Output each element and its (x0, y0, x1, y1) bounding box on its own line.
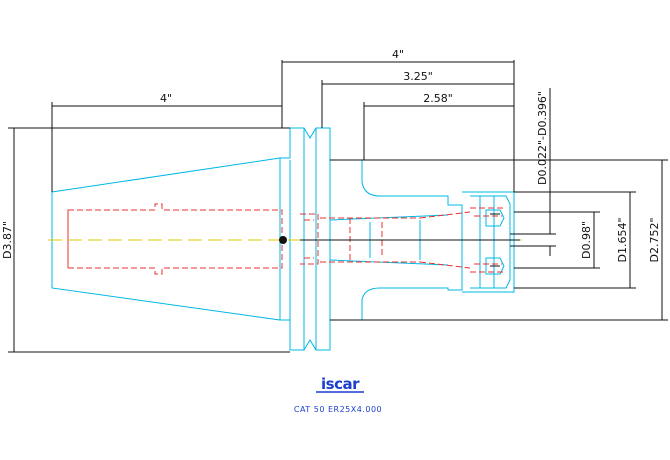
dim-flange-diameter: D3.87" (1, 221, 14, 259)
hidden-lines (67, 203, 506, 275)
dim-short-length: 2.58" (423, 92, 453, 105)
dim-nut-diameter: D1.654" (616, 217, 629, 262)
nut-slots (485, 209, 505, 275)
collet-nut-inner (470, 195, 511, 289)
dim-body-diameter: D2.752" (648, 217, 661, 262)
hidden-collet (470, 207, 506, 273)
collet-nut (462, 191, 515, 293)
holder-body (330, 159, 463, 321)
dim-collet-range: D0.022"-D0.396" (536, 91, 549, 185)
dim-mid-length: 3.25" (403, 70, 433, 83)
drawbar-thread-hidden (67, 203, 283, 275)
company-logo: iscar (321, 375, 360, 393)
dim-bore-diameter: D0.98" (580, 221, 593, 259)
center-point-marker (279, 236, 287, 244)
hidden-flange-bore (300, 213, 319, 265)
dim-taper-length: 4" (160, 92, 172, 105)
drawing-caption: CAT 50 ER25X4.000 (294, 405, 382, 414)
taper-shank (51, 157, 281, 321)
flange (279, 127, 331, 351)
dim-top-length: 4" (392, 48, 404, 61)
dimension-lines (8, 60, 668, 353)
